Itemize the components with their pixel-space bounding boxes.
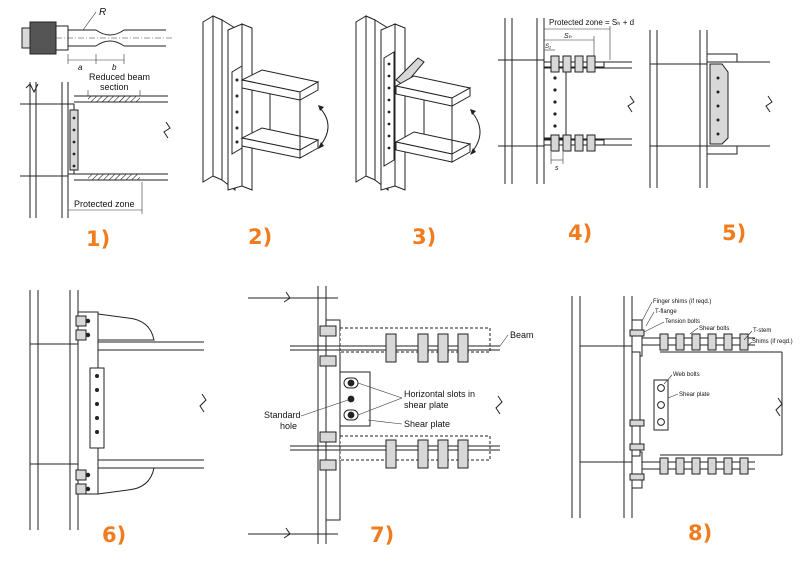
sh-label: Sₕ [564, 33, 572, 40]
shear-bolts-label: Shear bolts [699, 326, 729, 332]
radius-label: R [99, 7, 106, 18]
flange-bolts-top [319, 325, 469, 367]
reduced-beam-label-2: section [100, 82, 129, 92]
t-stub-labels: Finger shims (if reqd.) T-flange Tension… [641, 299, 793, 399]
t-flange-label: T-flange [655, 309, 677, 315]
standard-hole-label-1: Standard [264, 410, 301, 420]
reduced-beam-label-1: Reduced beam [89, 72, 150, 82]
panel-number-1: 1) [86, 227, 110, 251]
panel-number-8: 8) [688, 521, 712, 545]
dim-b-label: b [112, 63, 117, 72]
tension-bolts-label: Tension bolts [665, 319, 700, 325]
panel-number-3: 3) [412, 225, 436, 249]
horizontal-slots-label-1: Horizontal slots in [404, 389, 475, 399]
rbs-plan-view: R a b [21, 7, 172, 72]
protected-zone-label: Protected zone [74, 199, 135, 209]
panel-5-welded-flange-plate: 5) [649, 30, 773, 245]
panel-4-bolted-flange-plate: Protected zone = Sₕ + d Sₕ S₁ s 4) [498, 18, 635, 245]
horizontal-slots-label-2: shear plate [404, 400, 449, 410]
s-label: s [555, 165, 559, 172]
t-stem-label: T-stem [753, 328, 771, 334]
beam-label: Beam [510, 330, 534, 340]
panel-2-isometric-connection: 2) [202, 15, 329, 249]
shims-label: Shims (if reqd.) [752, 339, 793, 345]
flange-bolts-bottom [550, 134, 596, 152]
panel-6-stiffened-end-plate: 6) [29, 290, 207, 547]
flange-bolts-bottom [319, 431, 469, 471]
shear-plate-label-8: Shear plate [679, 392, 710, 398]
panel-number-2: 2) [248, 225, 272, 249]
panel-number-5: 5) [722, 221, 746, 245]
panel-8-t-stub-connection: Finger shims (if reqd.) T-flange Tension… [571, 296, 793, 545]
rbs-elevation-view: Reduced beam section Protected zone [20, 72, 171, 218]
panel-1-reduced-beam-section: R a b [20, 7, 172, 251]
standard-hole-label-2: hole [280, 421, 297, 431]
end-plate-bolts [75, 315, 91, 495]
s1-label: S₁ [545, 44, 551, 50]
shear-bolts-top [659, 333, 749, 351]
panel-number-6: 6) [102, 523, 126, 547]
web-bolts-label: Web bolts [673, 372, 700, 378]
tension-bolts [629, 329, 645, 481]
shear-plate-label: Shear plate [404, 419, 450, 429]
panel-number-7: 7) [370, 523, 394, 547]
panel-3-isometric-gusset-connection: 3) [355, 15, 481, 249]
shear-bolts-bottom [659, 457, 749, 475]
dim-a-label: a [78, 63, 83, 72]
panel-number-4: 4) [568, 221, 592, 245]
panel-7-slotted-shear-plate: Beam Horizontal slots in shear plate She… [248, 286, 534, 547]
finger-shims-label: Finger shims (if reqd.) [653, 299, 711, 305]
protected-zone-formula: Protected zone = Sₕ + d [549, 18, 634, 27]
flange-bolts-top [550, 55, 596, 73]
